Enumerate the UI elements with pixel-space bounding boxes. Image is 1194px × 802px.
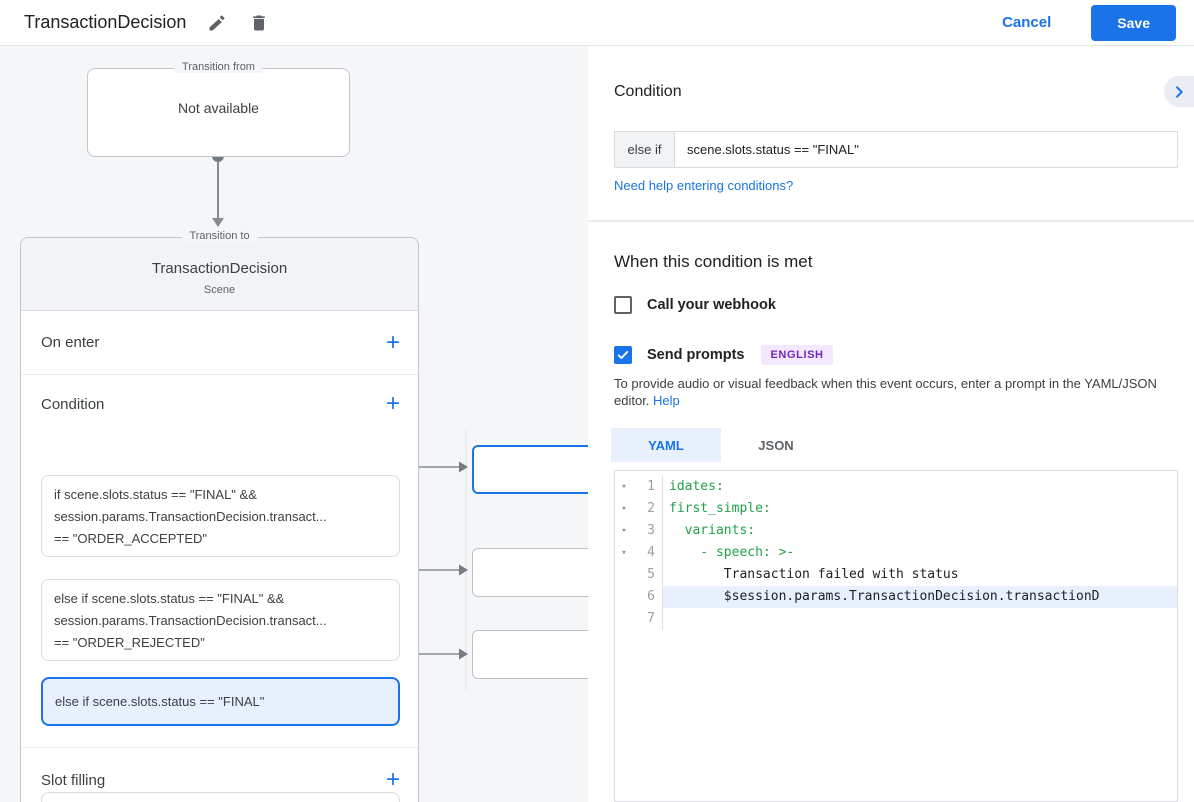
hint-help-link[interactable]: Help	[653, 393, 680, 408]
transition-to-legend: Transition to	[181, 230, 258, 242]
scene-flow-canvas: Transition from Not available Transition…	[0, 46, 588, 802]
condition-section-label: Condition	[41, 395, 105, 413]
transition-from-legend: Transition from	[174, 61, 263, 73]
condition-line: else if scene.slots.status == "FINAL" &&	[54, 591, 285, 606]
edit-title-button[interactable]	[200, 6, 234, 40]
condition-card-order-rejected[interactable]: else if scene.slots.status == "FINAL" &&…	[41, 579, 400, 661]
slot-validation-card[interactable]: Slot validation	[41, 792, 400, 802]
code-text	[663, 608, 1177, 630]
line-number: 6	[633, 586, 663, 608]
check-icon	[617, 350, 629, 360]
fold-spacer	[615, 586, 633, 608]
code-text: $session.params.TransactionDecision.tran…	[663, 586, 1177, 608]
line-number: 5	[633, 564, 663, 586]
panel-heading: Condition	[614, 83, 682, 100]
code-text: idates:	[669, 479, 724, 494]
line-number: 7	[633, 608, 663, 630]
send-prompts-label: Send prompts	[647, 347, 745, 363]
condition-line: session.params.TransactionDecision.trans…	[54, 509, 327, 524]
scene-title: TransactionDecision	[151, 260, 288, 277]
condition-section: Condition +	[21, 375, 418, 433]
line-number: 2	[633, 498, 663, 520]
code-text: - speech: >-	[669, 545, 795, 560]
add-slot-filling-icon[interactable]: +	[385, 766, 400, 793]
condition-expression-row: else if	[614, 131, 1178, 168]
fold-spacer	[615, 564, 633, 586]
transition-target-box-3[interactable]	[472, 630, 588, 679]
editor-hint-body: To provide audio or visual feedback when…	[614, 376, 1157, 408]
slot-filling-label: Slot filling	[41, 771, 106, 789]
fold-icon[interactable]: ▾	[621, 482, 627, 492]
condition-line: == "ORDER_ACCEPTED"	[54, 531, 207, 546]
code-line: ▾ 4 - speech: >-	[615, 542, 1177, 564]
editor-tabs: YAML JSON	[611, 428, 831, 462]
cancel-button[interactable]: Cancel	[1002, 14, 1052, 31]
send-prompts-row: Send prompts ENGLISH	[614, 345, 833, 365]
editor-hint-text: To provide audio or visual feedback when…	[614, 375, 1180, 409]
transition-from-value: Not available	[178, 99, 259, 116]
tab-json[interactable]: JSON	[758, 437, 794, 453]
condition-prefix: else if	[614, 131, 674, 168]
language-badge: ENGLISH	[761, 345, 833, 365]
condition-line: == "ORDER_REJECTED"	[54, 635, 205, 650]
when-condition-heading: When this condition is met	[614, 252, 813, 271]
add-on-enter-icon[interactable]: +	[385, 328, 400, 356]
panel-divider	[588, 220, 1194, 222]
pencil-icon	[209, 14, 225, 30]
transition-target-box-1[interactable]	[472, 445, 588, 494]
scene-subtitle: Scene	[203, 284, 236, 296]
condition-line: else if scene.slots.status == "FINAL"	[55, 693, 265, 709]
code-text: variants:	[669, 523, 756, 538]
condition-details-panel: Condition else if Need help entering con…	[588, 46, 1194, 802]
line-number: 3	[633, 520, 663, 542]
condition-line: session.params.TransactionDecision.trans…	[54, 613, 327, 628]
add-condition-icon[interactable]: +	[385, 390, 400, 417]
fold-icon[interactable]: ▾	[621, 526, 627, 536]
save-button[interactable]: Save	[1091, 4, 1176, 41]
tab-yaml[interactable]: YAML	[611, 428, 721, 462]
top-bar: TransactionDecision Cancel Save	[0, 0, 1194, 46]
transition-from-box: Transition from Not available	[87, 61, 350, 157]
delete-scene-button[interactable]	[242, 6, 276, 40]
yaml-code-editor[interactable]: ▾ 1 idates: ▾ 2 first_simple: ▾ 3 varian…	[614, 470, 1178, 802]
section-divider	[21, 747, 418, 748]
call-webhook-row: Call your webhook	[614, 296, 776, 314]
collapse-panel-button[interactable]	[1164, 76, 1194, 107]
on-enter-section: On enter +	[21, 311, 418, 375]
call-webhook-label: Call your webhook	[647, 297, 776, 313]
condition-help-link[interactable]: Need help entering conditions?	[614, 178, 794, 193]
line-number: 1	[633, 476, 663, 498]
code-line-active: 6 $session.params.TransactionDecision.tr…	[615, 586, 1177, 608]
scene-header[interactable]: TransactionDecision Scene	[21, 238, 418, 311]
send-prompts-checkbox[interactable]	[614, 346, 632, 364]
condition-card-final-selected[interactable]: else if scene.slots.status == "FINAL"	[41, 677, 400, 726]
condition-line: if scene.slots.status == "FINAL" &&	[54, 487, 257, 502]
code-text: Transaction failed with status	[669, 567, 959, 582]
chevron-right-icon	[1176, 85, 1183, 98]
line-number: 4	[633, 542, 663, 564]
condition-card-order-accepted[interactable]: if scene.slots.status == "FINAL" && sess…	[41, 475, 400, 557]
code-text: first_simple:	[669, 501, 771, 516]
transition-target-box-2[interactable]	[472, 548, 588, 597]
slot-filling-section: Slot filling +	[21, 753, 418, 793]
on-enter-label: On enter	[41, 334, 100, 351]
code-line: ▾ 1 idates:	[615, 476, 1177, 498]
fold-icon[interactable]: ▾	[621, 504, 627, 514]
page-title: TransactionDecision	[24, 12, 187, 32]
call-webhook-checkbox[interactable]	[614, 296, 632, 314]
fold-icon[interactable]: ▾	[621, 548, 627, 558]
code-line: 5 Transaction failed with status	[615, 564, 1177, 586]
trash-icon	[253, 15, 266, 30]
condition-expression-input[interactable]	[674, 131, 1178, 168]
transition-to-box: Transition to TransactionDecision Scene …	[20, 230, 419, 802]
fold-spacer	[615, 608, 633, 630]
code-line: ▾ 3 variants:	[615, 520, 1177, 542]
code-line: 7	[615, 608, 1177, 630]
code-line: ▾ 2 first_simple:	[615, 498, 1177, 520]
